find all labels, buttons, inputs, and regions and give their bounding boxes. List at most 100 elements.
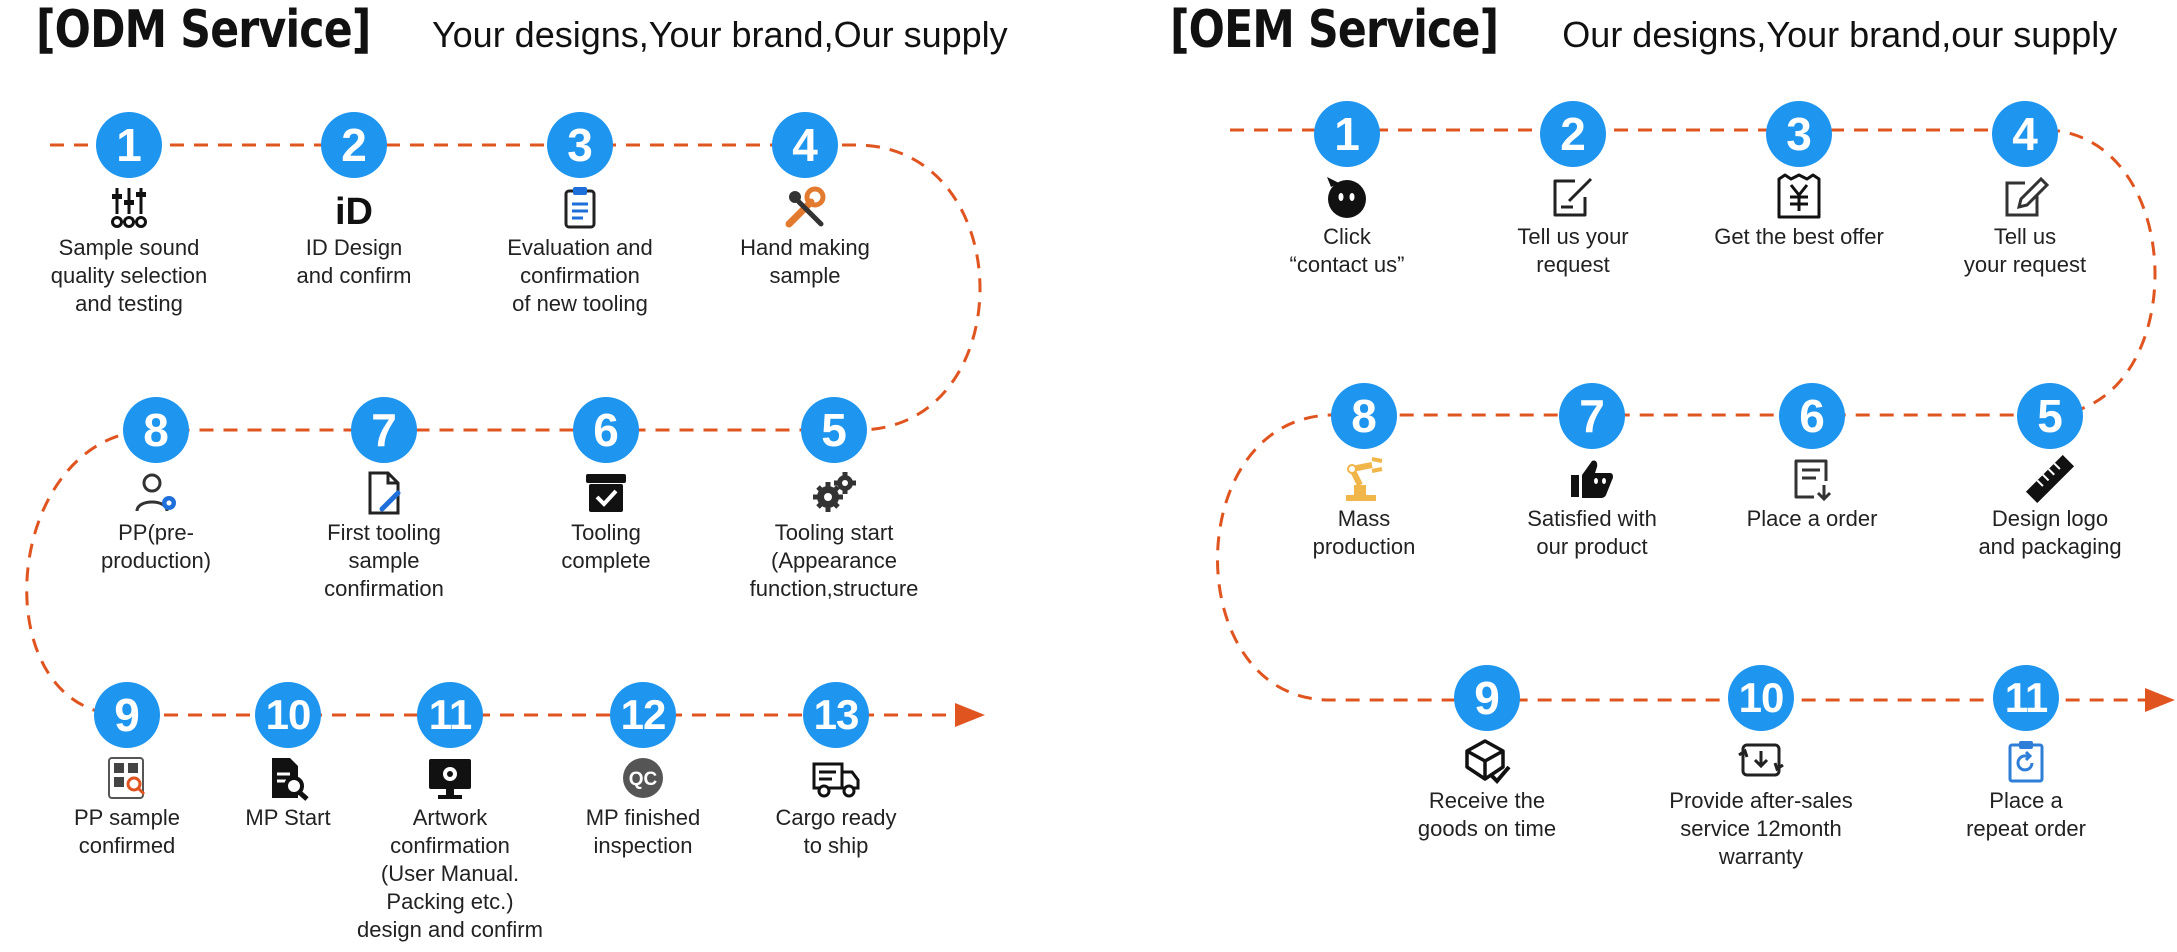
step-number-badge: 1	[1314, 101, 1380, 167]
oem-step-2: 2 Tell us your request	[1463, 101, 1683, 279]
odm-process-path	[25, 143, 985, 727]
step-number-badge: 3	[1766, 101, 1832, 167]
document-edit-icon	[360, 469, 408, 517]
step-number-badge: 3	[547, 112, 613, 178]
step-label: PP(pre- production)	[100, 520, 212, 573]
oem-step-4: 4 Tell us your request	[1915, 101, 2135, 279]
step-number-badge: 4	[1992, 101, 2058, 167]
step-number-badge: 8	[123, 397, 189, 463]
step-label: PP sample confirmed	[74, 805, 180, 858]
oem-arrowhead	[2145, 688, 2175, 712]
step-label: Tooling complete	[561, 520, 651, 573]
odm-step-7: 7 First tooling sample confirmation	[274, 397, 494, 603]
odm-title: [ODM Service]	[36, 0, 371, 60]
step-label: Design logo and packaging	[1978, 506, 2122, 559]
oem-step-5: 5 Design logo and packaging	[1940, 383, 2160, 561]
step-label: Tooling start (Appearance function,struc…	[749, 520, 919, 601]
grid-search-icon	[103, 754, 151, 802]
step-label: Sample sound quality selection and testi…	[50, 235, 208, 316]
step-number-badge: 13	[803, 682, 869, 748]
package-check-icon	[1463, 737, 1511, 785]
step-number-badge: 8	[1331, 383, 1397, 449]
step-label: Get the best offer	[1714, 224, 1884, 249]
tools-icon	[781, 184, 829, 232]
step-label: Tell us your request	[1963, 224, 2087, 277]
oem-step-3: 3 Get the best offer	[1689, 101, 1909, 251]
yen-receipt-icon	[1775, 173, 1823, 221]
odm-step-4: 4 Hand making sample	[695, 112, 915, 290]
step-number-badge: 7	[351, 397, 417, 463]
odm-arrowhead	[955, 703, 985, 727]
service-refresh-icon	[1737, 737, 1785, 785]
truck-icon	[812, 754, 860, 802]
robot-arm-icon	[1340, 455, 1388, 503]
archive-check-icon	[582, 469, 630, 517]
oem-subtitle: Our designs,Your brand,our supply	[1562, 14, 2118, 55]
odm-step-10: 10 MP Start	[178, 682, 398, 832]
step-number-badge: 11	[1993, 665, 2059, 731]
step-number-badge: 10	[255, 682, 321, 748]
step-number-badge: 10	[1728, 665, 1794, 731]
pencil-square-icon	[2001, 173, 2049, 221]
step-label: MP finished inspection	[585, 805, 701, 858]
monitor-gear-icon	[426, 754, 474, 802]
step-label: Place a order	[1746, 506, 1878, 531]
step-label: Artwork confirmation (User Manual. Packi…	[357, 805, 543, 942]
step-label: Evaluation and confirmation of new tooli…	[507, 235, 653, 316]
odm-panel: [ODM Service] Your designs,Your brand,Ou…	[17, 0, 1008, 942]
gears-icon	[810, 469, 858, 517]
oem-title: [OEM Service]	[1170, 0, 1499, 60]
oem-step-1: 1 Click “contact us”	[1237, 101, 1457, 279]
oem-step-7: 7 Satisfied with our product	[1482, 383, 1702, 561]
step-number-badge: 11	[417, 682, 483, 748]
step-label: Tell us your request	[1517, 224, 1629, 277]
step-label: Place a repeat order	[1966, 788, 2086, 841]
step-number-badge: 9	[94, 682, 160, 748]
step-number-badge: 5	[801, 397, 867, 463]
oem-step-9: 9 Receive the goods on time	[1377, 665, 1597, 843]
step-label: Satisfied with our product	[1527, 506, 1657, 559]
odm-step-1: 1 Sample sound quality selection and tes…	[19, 112, 239, 318]
step-label: Hand making sample	[740, 235, 870, 288]
odm-step-13: 13 Cargo ready to ship	[726, 682, 946, 860]
step-number-badge: 1	[96, 112, 162, 178]
step-number-badge: 5	[2017, 383, 2083, 449]
pencil-ruler-icon	[2026, 455, 2074, 503]
step-label: Click “contact us”	[1289, 224, 1405, 277]
odm-step-6: 6 Tooling complete	[496, 397, 716, 575]
svg-text:QC: QC	[629, 769, 658, 790]
odm-step-9: 9 PP sample confirmed	[17, 682, 237, 860]
clipboard-icon	[556, 184, 604, 232]
step-label: Mass production	[1312, 506, 1416, 559]
step-number-badge: 6	[1779, 383, 1845, 449]
step-label: ID Design and confirm	[296, 235, 412, 288]
odm-step-2: 2 iD ID Design and confirm	[244, 112, 464, 290]
oem-step-10: 10 Provide after-sales service 12month w…	[1651, 665, 1871, 871]
odm-step-5: 5 Tooling start (Appearance function,str…	[724, 397, 944, 603]
step-number-badge: 2	[1540, 101, 1606, 167]
step-number-badge: 4	[772, 112, 838, 178]
qc-badge-icon: QC	[619, 754, 667, 802]
step-number-badge: 7	[1559, 383, 1625, 449]
odm-heading: [ODM Service] Your designs,Your brand,Ou…	[36, 0, 1008, 60]
sliders-icon	[105, 184, 153, 232]
oem-dashed-line	[1216, 128, 2157, 702]
step-number-badge: 9	[1454, 665, 1520, 731]
svg-text:iD: iD	[335, 191, 373, 232]
chat-bubble-icon	[1323, 173, 1371, 221]
note-edit-icon	[1549, 173, 1597, 221]
oem-panel: [OEM Service] Our designs,Your brand,our…	[1170, 0, 2177, 952]
step-label: Receive the goods on time	[1417, 788, 1557, 841]
step-number-badge: 2	[321, 112, 387, 178]
step-label: Provide after-sales service 12month warr…	[1669, 788, 1853, 869]
oem-heading: [OEM Service] Our designs,Your brand,our…	[1170, 0, 2117, 60]
oem-process-path	[1216, 128, 2175, 712]
oem-step-11: 11 Place a repeat order	[1916, 665, 2136, 843]
id-icon: iD	[330, 184, 378, 232]
oem-step-6: 6 Place a order	[1702, 383, 1922, 533]
thumbs-up-icon	[1568, 455, 1616, 503]
user-gear-icon	[132, 469, 180, 517]
odm-step-12: 12 QC MP finished inspection	[533, 682, 753, 860]
odm-step-8: 8 PP(pre- production)	[46, 397, 266, 575]
repeat-clipboard-icon	[2002, 737, 2050, 785]
